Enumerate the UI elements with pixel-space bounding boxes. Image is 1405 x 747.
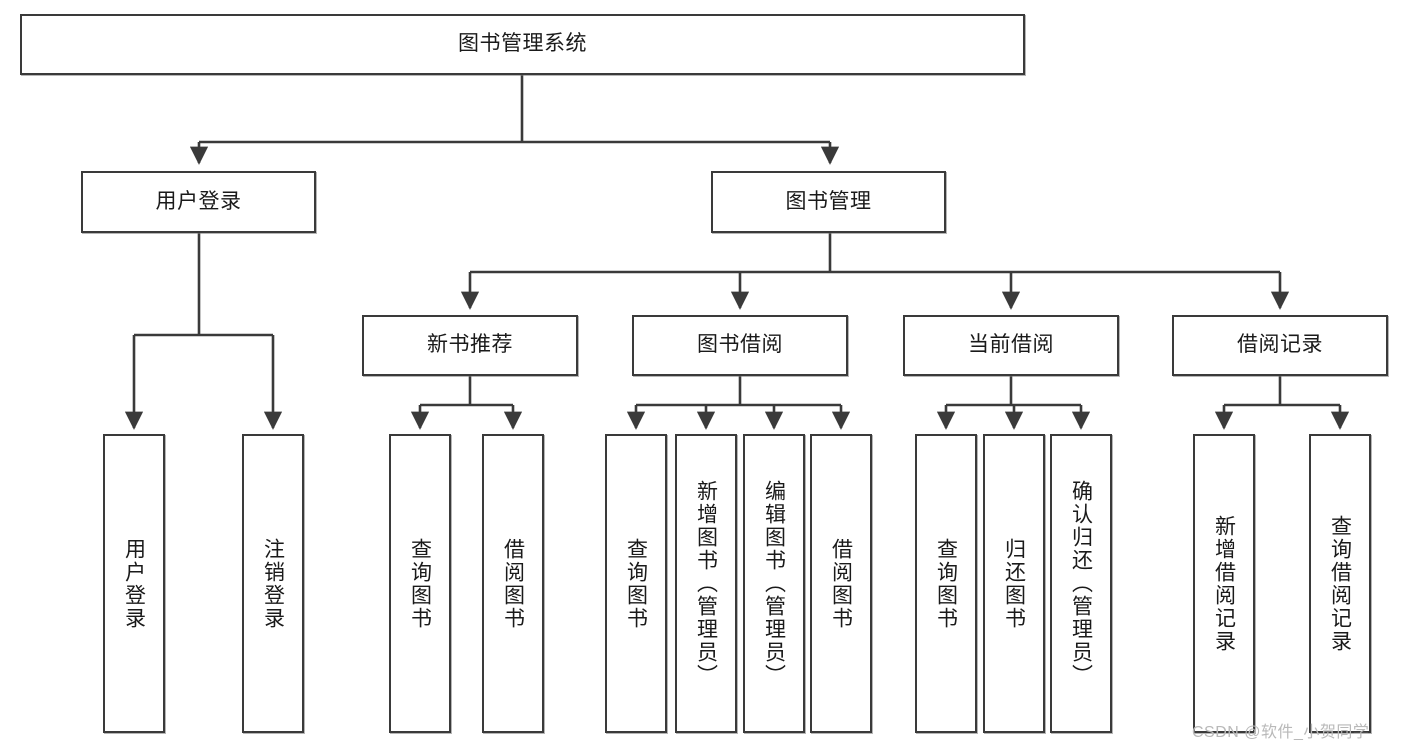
leaf-current-borrow-query[interactable]: 查询图书 bbox=[915, 434, 977, 733]
node-borrow-record[interactable]: 借阅记录 bbox=[1172, 315, 1388, 376]
node-user-login[interactable]: 用户登录 bbox=[81, 171, 316, 233]
leaf-label: 查询图书 bbox=[934, 537, 958, 630]
leaf-label: 新增图书（管理员） bbox=[694, 480, 718, 687]
leaf-label: 注销登录 bbox=[261, 537, 285, 630]
leaf-label: 查询图书 bbox=[624, 537, 648, 630]
leaf-borrow-record-query[interactable]: 查询借阅记录 bbox=[1309, 434, 1371, 733]
leaf-label: 查询图书 bbox=[408, 537, 432, 630]
leaf-user-login-login[interactable]: 用户登录 bbox=[103, 434, 165, 733]
node-root-label: 图书管理系统 bbox=[458, 32, 587, 56]
node-borrow-record-label: 借阅记录 bbox=[1237, 333, 1323, 357]
watermark: CSDN @软件_小贺同学 bbox=[1192, 724, 1370, 741]
node-root[interactable]: 图书管理系统 bbox=[20, 14, 1025, 75]
node-book-borrow[interactable]: 图书借阅 bbox=[632, 315, 848, 376]
node-user-login-label: 用户登录 bbox=[155, 189, 242, 213]
leaf-label: 编辑图书（管理员） bbox=[762, 480, 786, 687]
node-book-management-label: 图书管理 bbox=[785, 189, 872, 213]
leaf-book-borrow-borrow[interactable]: 借阅图书 bbox=[810, 434, 872, 733]
leaf-book-borrow-add[interactable]: 新增图书（管理员） bbox=[675, 434, 737, 733]
leaf-label: 新增借阅记录 bbox=[1212, 514, 1236, 653]
leaf-new-book-borrow[interactable]: 借阅图书 bbox=[482, 434, 544, 733]
leaf-book-borrow-query[interactable]: 查询图书 bbox=[605, 434, 667, 733]
leaf-current-borrow-confirm[interactable]: 确认归还（管理员） bbox=[1050, 434, 1112, 733]
node-book-borrow-label: 图书借阅 bbox=[697, 333, 783, 357]
leaf-borrow-record-add[interactable]: 新增借阅记录 bbox=[1193, 434, 1255, 733]
node-current-borrow[interactable]: 当前借阅 bbox=[903, 315, 1119, 376]
leaf-label: 归还图书 bbox=[1002, 537, 1026, 630]
node-new-book-recommend-label: 新书推荐 bbox=[427, 333, 513, 357]
node-new-book-recommend[interactable]: 新书推荐 bbox=[362, 315, 578, 376]
leaf-label: 借阅图书 bbox=[501, 537, 525, 630]
leaf-new-book-query[interactable]: 查询图书 bbox=[389, 434, 451, 733]
leaf-label: 确认归还（管理员） bbox=[1069, 480, 1093, 687]
leaf-label: 查询借阅记录 bbox=[1328, 514, 1352, 653]
leaf-label: 借阅图书 bbox=[829, 537, 853, 630]
leaf-user-login-logout[interactable]: 注销登录 bbox=[242, 434, 304, 733]
leaf-book-borrow-edit[interactable]: 编辑图书（管理员） bbox=[743, 434, 805, 733]
node-current-borrow-label: 当前借阅 bbox=[968, 333, 1054, 357]
leaf-label: 用户登录 bbox=[122, 537, 146, 630]
leaf-current-borrow-return[interactable]: 归还图书 bbox=[983, 434, 1045, 733]
node-book-management[interactable]: 图书管理 bbox=[711, 171, 946, 233]
